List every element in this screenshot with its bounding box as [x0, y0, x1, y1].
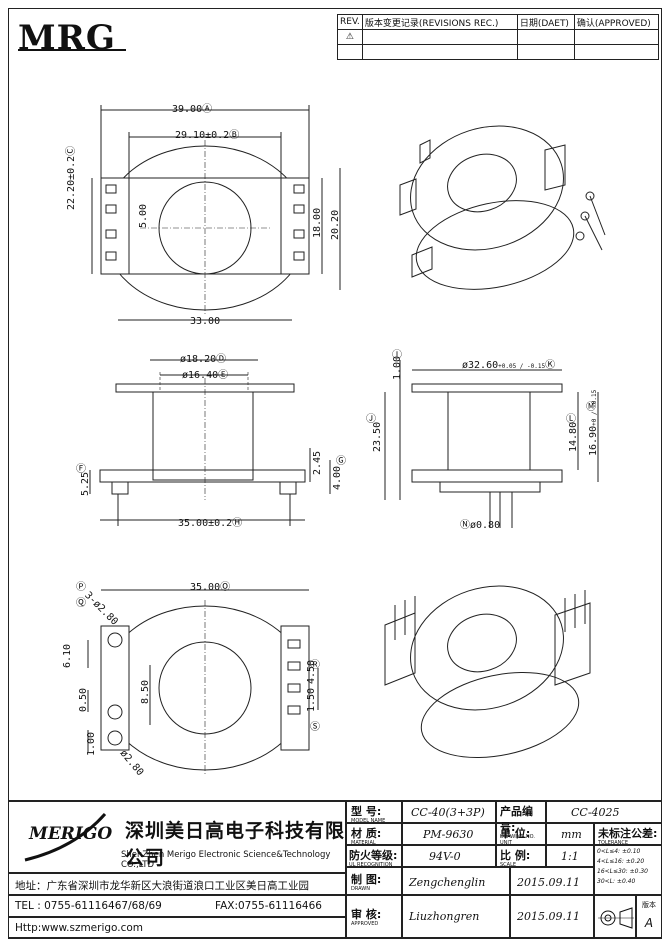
- tolerance-table: 0<L≤4: ±0.10 4<L≤16: ±0.20 16<L≤30: ±0.3…: [594, 845, 662, 895]
- merigo-swoosh-icon: [24, 813, 107, 862]
- dim-525: 5.25: [80, 471, 91, 496]
- drawn-date: 2015.09.11: [510, 867, 594, 895]
- iso-view-top: [399, 125, 606, 290]
- company-name-cn: 深圳美日高电子科技有限公司: [125, 820, 346, 869]
- dim-d16: ø16.40Ⓔ: [182, 370, 229, 381]
- dim-100b: 1.00: [86, 731, 97, 756]
- dim-tag-j: Ⓙ: [366, 414, 376, 425]
- front-view: [89, 359, 331, 526]
- iso-view-bottom: [384, 585, 591, 759]
- company-cell: MERIGO 深圳美日高电子科技有限公司 ShenZhen Merigo Ele…: [8, 801, 346, 873]
- unit-value: mm: [546, 823, 594, 845]
- projection-symbol-icon: [594, 895, 636, 939]
- flame-label: 防火等级:UL RECOGNITION: [346, 845, 402, 868]
- technical-drawing: [87, 105, 606, 776]
- bottom-view: [87, 589, 319, 776]
- approved-date: 2015.09.11: [510, 895, 594, 939]
- dim-1480: 14.80: [568, 421, 579, 452]
- dim-w35: 35.00±0.2Ⓗ: [178, 518, 243, 529]
- dim-d18: ø18.20Ⓓ: [180, 354, 227, 365]
- dim-pin: Ⓝø0.80: [460, 520, 501, 531]
- dim-tag-p: Ⓟ: [76, 582, 86, 593]
- dim-b35: 35.00Ⓞ: [190, 582, 231, 593]
- dim-850: 8.50: [140, 679, 151, 704]
- dim-400: 4.00: [332, 465, 343, 490]
- drawing-no-value: CC-4025: [546, 801, 662, 823]
- approved-value: Liuzhongren: [402, 895, 510, 939]
- scale-label: 比 例:SCALE: [496, 845, 546, 868]
- material-value: PM-9630: [402, 823, 496, 845]
- drawing-no-label: 产品编号:DRAWING NO.: [496, 801, 546, 840]
- dim-tag-f: Ⓕ: [76, 464, 86, 475]
- scale-value: 1:1: [546, 845, 594, 867]
- side-view: [384, 360, 599, 528]
- dim-slot: 5.00: [138, 203, 149, 228]
- material-label: 材 质:MATERIAL: [346, 823, 402, 846]
- revision-table: REV. 版本变更记录(REVISIONS REC.) 日期(DAET) 确认(…: [337, 14, 660, 60]
- top-view: [91, 105, 341, 321]
- http-row: Http:www.szmerigo.com: [8, 917, 346, 939]
- dim-bottom-width: 33.00: [190, 316, 221, 327]
- dim-d3260: ø32.60+0.05 / -0.15Ⓚ: [462, 360, 556, 371]
- drawn-label: 制 图:DRAWN: [346, 867, 402, 895]
- dim-top-width: 39.00Ⓐ: [172, 104, 213, 115]
- model-value: CC-40(3+3P): [402, 801, 496, 823]
- dim-tag-g: Ⓖ: [336, 456, 346, 467]
- dim-050: 0.50: [78, 687, 89, 712]
- dim-18: 18.00: [312, 207, 323, 238]
- drawn-value: Zengchenglin: [402, 867, 510, 895]
- dim-tag-q: Ⓠ: [76, 598, 86, 609]
- company-name-en: ShenZhen Merigo Electronic Science&Techn…: [121, 850, 331, 870]
- dim-tag-m: Ⓜ: [586, 402, 596, 413]
- address-row: 地址：广东省深圳市龙华新区大浪街道浪口工业区美日高工业园: [8, 873, 346, 895]
- title-block: MERIGO 深圳美日高电子科技有限公司 ShenZhen Merigo Ele…: [8, 800, 662, 939]
- version-cell: 版本 A: [636, 895, 662, 939]
- dim-tag-r: Ⓡ: [310, 660, 320, 671]
- dim-150: 1.50: [306, 687, 317, 712]
- dim-inner-width: 29.10±0.2Ⓑ: [175, 130, 240, 141]
- dim-1690: 16.90+0 / -0.15: [588, 389, 599, 456]
- flame-value: 94V-0: [402, 845, 496, 867]
- dim-left-height: 22.20±0.2Ⓒ: [66, 145, 77, 210]
- tolerance-label: 未标注公差:TOLERANCE: [594, 823, 662, 846]
- drawing-frame: [8, 8, 662, 938]
- merigo-logo: MERIGO: [29, 824, 113, 844]
- unit-label: 单 位:UNIT: [496, 823, 546, 846]
- dim-2350: 23.50: [372, 421, 383, 452]
- dim-20: 20.20: [330, 209, 341, 240]
- dim-tag-i: Ⓘ: [392, 350, 402, 361]
- dim-tag-l: Ⓛ: [566, 414, 576, 425]
- approved-label: 审 核:APPROVED: [346, 895, 402, 939]
- dim-245: 2.45: [312, 450, 323, 475]
- logo-underline: [18, 49, 126, 51]
- model-label: 型 号:MODEL NAME: [346, 801, 402, 824]
- dim-610: 6.10: [62, 643, 73, 668]
- dim-tag-s: Ⓢ: [310, 722, 320, 733]
- dim-100a: 1.00: [392, 355, 403, 380]
- mrg-logo: MRG: [18, 18, 116, 58]
